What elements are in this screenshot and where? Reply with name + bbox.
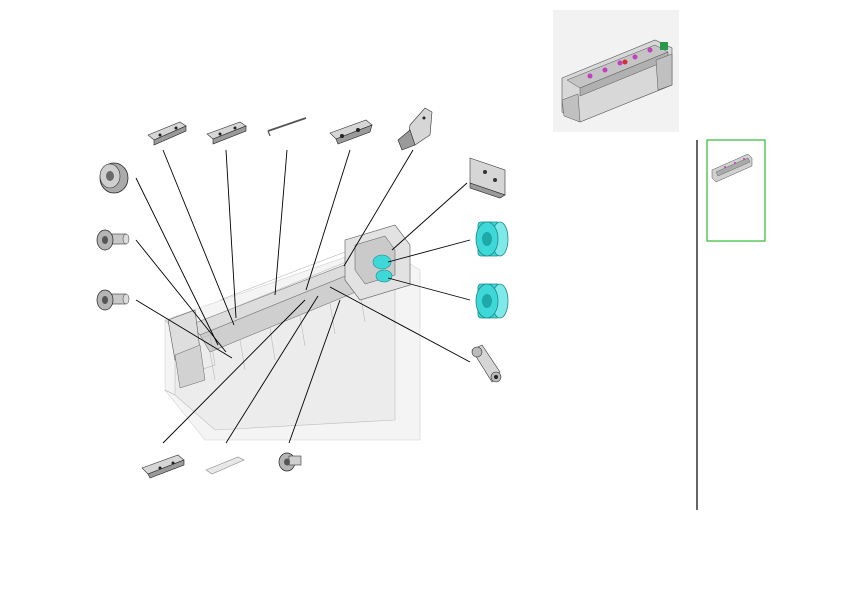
side-bracket	[397, 107, 433, 151]
link-arm	[471, 344, 502, 383]
pin-bushing	[278, 452, 302, 472]
bearing	[99, 162, 129, 194]
wire-rod	[267, 117, 307, 137]
pressure-roller-upper	[475, 221, 509, 257]
plate-hinge	[206, 121, 247, 145]
assembly-thumbnail	[553, 10, 679, 132]
flat-spring	[205, 456, 245, 475]
spring-clip-bracket	[329, 119, 373, 145]
nav-thumbnail[interactable]	[706, 139, 766, 242]
callout-lines	[135, 149, 471, 444]
fuser-assembly-body	[164, 224, 421, 441]
gear-bushing-upper	[96, 229, 130, 251]
bracket-small	[147, 121, 187, 146]
guide-bracket	[141, 454, 185, 479]
rear-plate	[469, 157, 506, 199]
pressure-roller-lower	[475, 283, 509, 319]
gear-bushing-lower	[96, 289, 130, 311]
